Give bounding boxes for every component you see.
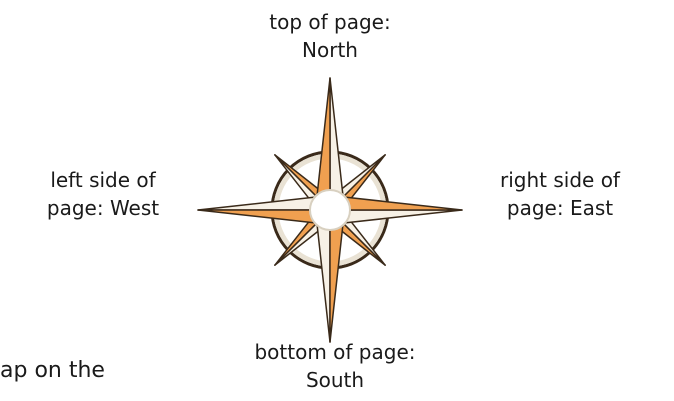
south-label: bottom of page: South	[225, 338, 445, 394]
west-label-line-2: page: West	[18, 194, 188, 222]
west-label-line-1: left side of	[18, 166, 188, 194]
partial-text: ap on the	[0, 356, 105, 386]
north-label: top of page: North	[230, 8, 430, 64]
south-label-line-2: South	[225, 366, 445, 394]
compass-rose-icon	[195, 75, 465, 345]
compass-center	[310, 190, 350, 230]
west-label: left side of page: West	[18, 166, 188, 222]
east-label: right side of page: East	[470, 166, 650, 222]
east-label-line-2: page: East	[470, 194, 650, 222]
north-label-line-1: top of page:	[230, 8, 430, 36]
east-label-line-1: right side of	[470, 166, 650, 194]
north-label-line-2: North	[230, 36, 430, 64]
